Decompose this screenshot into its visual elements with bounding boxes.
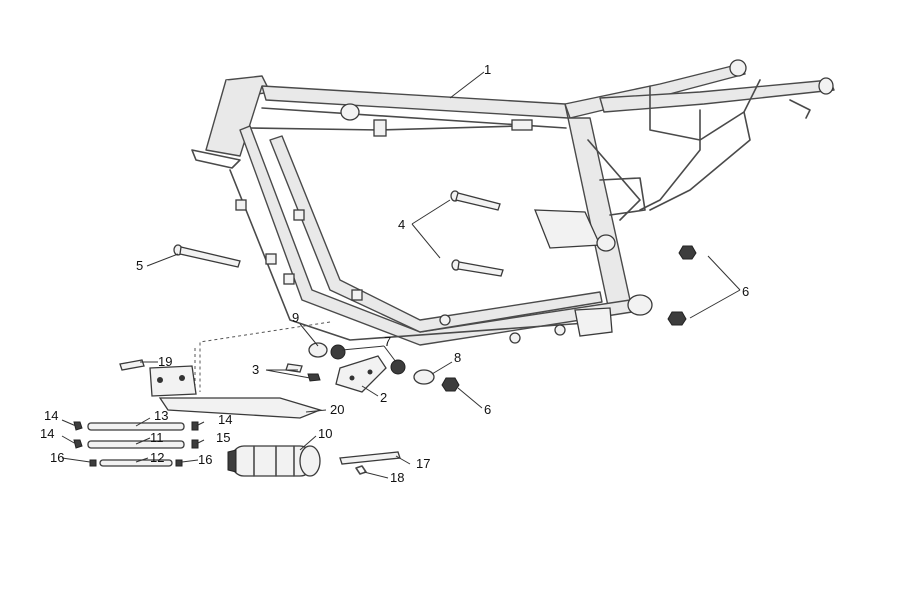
bolt-3b [307, 373, 321, 382]
clip-16b [175, 459, 183, 467]
rod-11 [87, 440, 185, 449]
callout-15: 15 [216, 430, 230, 445]
callout-2: 2 [380, 390, 387, 405]
callout-5: 5 [136, 258, 143, 273]
long-bolt-upper [450, 190, 501, 211]
callout-12: 12 [150, 450, 164, 465]
callout-14-top-right: 14 [218, 412, 232, 427]
long-bolt-lower [451, 259, 504, 277]
nut-small [441, 377, 460, 392]
skid-plate-20 [158, 397, 322, 419]
callout-16-right: 16 [198, 452, 212, 467]
callout-18: 18 [390, 470, 404, 485]
callout-4: 4 [398, 217, 405, 232]
clip-15 [191, 439, 199, 449]
damper-assembly-10 [227, 445, 321, 477]
rod-12 [99, 459, 173, 467]
callout-3: 3 [252, 362, 259, 377]
callout-19: 19 [158, 354, 172, 369]
callout-13: 13 [154, 408, 168, 423]
callout-6-right: 6 [742, 284, 749, 299]
callout-6-lower: 6 [484, 402, 491, 417]
callout-14-mid-left: 14 [40, 426, 54, 441]
main-frame [191, 59, 835, 346]
callout-17: 17 [416, 456, 430, 471]
nut-upper [678, 245, 697, 260]
leader-lines [61, 71, 741, 479]
callout-11: 11 [150, 430, 164, 445]
clip-14b [191, 421, 199, 431]
callout-10: 10 [318, 426, 332, 441]
washer-8 [413, 369, 435, 385]
clip-14c [73, 439, 83, 449]
washer-9 [308, 342, 328, 358]
rod-13 [87, 422, 185, 431]
clip-18 [355, 465, 367, 475]
mount-bracket-19 [149, 365, 197, 397]
clip-14a [73, 421, 83, 431]
callout-1: 1 [484, 62, 491, 77]
callout-14-top-left: 14 [44, 408, 58, 423]
front-bolt [173, 244, 241, 268]
bushing-7b [390, 359, 406, 375]
callout-8: 8 [454, 350, 461, 365]
callout-labels: 1 2 3 4 5 6 6 7 8 9 10 11 12 13 14 14 14… [40, 62, 749, 485]
bracket-plate-2 [335, 355, 387, 393]
bolt-3a [285, 363, 303, 373]
pin-17 [339, 451, 401, 465]
clip-16a [89, 459, 97, 467]
callout-16-left: 16 [50, 450, 64, 465]
bushing-7a [330, 344, 346, 360]
callout-9: 9 [292, 310, 299, 325]
nut-lower [667, 311, 687, 326]
screw-19 [119, 359, 145, 371]
callout-20: 20 [330, 402, 344, 417]
callout-7: 7 [384, 334, 391, 349]
